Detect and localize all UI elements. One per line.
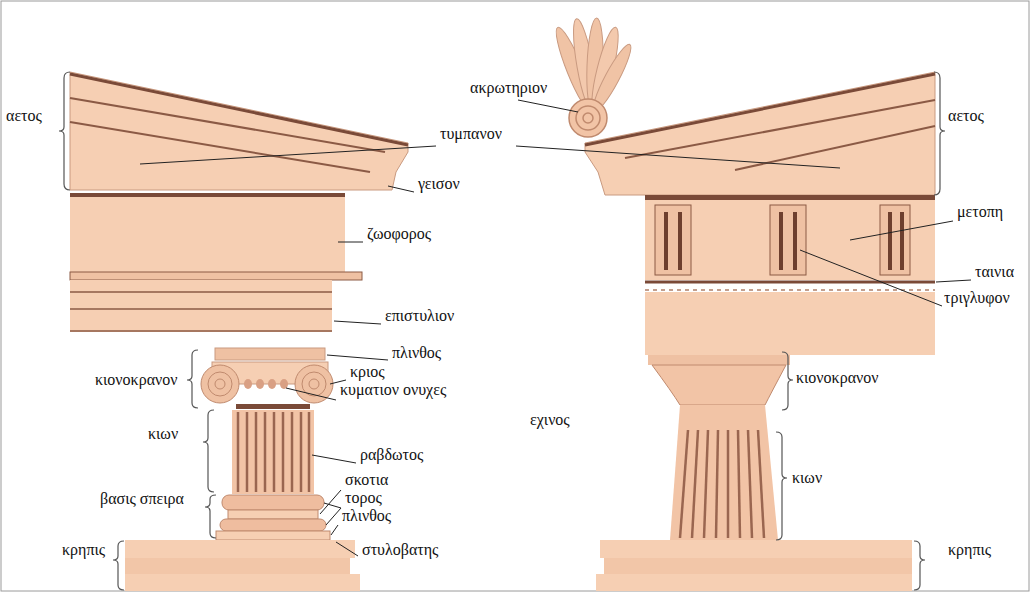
part-label: στυλοβατης — [362, 542, 438, 558]
part-label: κυματιον ονυχες — [340, 382, 446, 398]
part-label: κιων — [148, 426, 178, 442]
part-label: εχινος — [530, 412, 570, 428]
part-label: γεισον — [418, 176, 460, 192]
part-label: ταινια — [975, 264, 1014, 280]
part-label: ζωοφορος — [367, 226, 431, 242]
part-label: κρηπις — [62, 542, 105, 558]
part-label: αετος — [948, 108, 984, 124]
part-label: κιονοκρανον — [796, 370, 879, 386]
part-label: βασις σπειρα — [100, 491, 184, 507]
leader-line — [140, 100, 971, 556]
part-label: ραβδωτος — [360, 447, 423, 463]
akroterion-ornament — [550, 17, 636, 137]
part-label: κρηπις — [948, 542, 991, 558]
part-label: επιστυλιον — [385, 308, 454, 324]
ionic-order — [70, 72, 408, 591]
part-label: πλινθος — [392, 345, 441, 361]
part-label: τυμπανον — [440, 126, 502, 142]
part-label: τριγλυφον — [944, 290, 1010, 306]
part-label: τορος — [345, 490, 382, 506]
bracket — [59, 72, 945, 590]
part-label: κιονοκρανον — [95, 372, 178, 388]
part-label: ακρωτηριον — [470, 80, 547, 96]
part-label: σκοτια — [345, 472, 388, 488]
part-label: κιων — [792, 470, 822, 486]
doric-order — [585, 72, 935, 591]
part-label: αετος — [6, 108, 42, 124]
part-label: μετοπη — [957, 204, 1003, 220]
part-label: κριος — [350, 364, 385, 380]
part-label: πλινθος — [342, 508, 391, 524]
